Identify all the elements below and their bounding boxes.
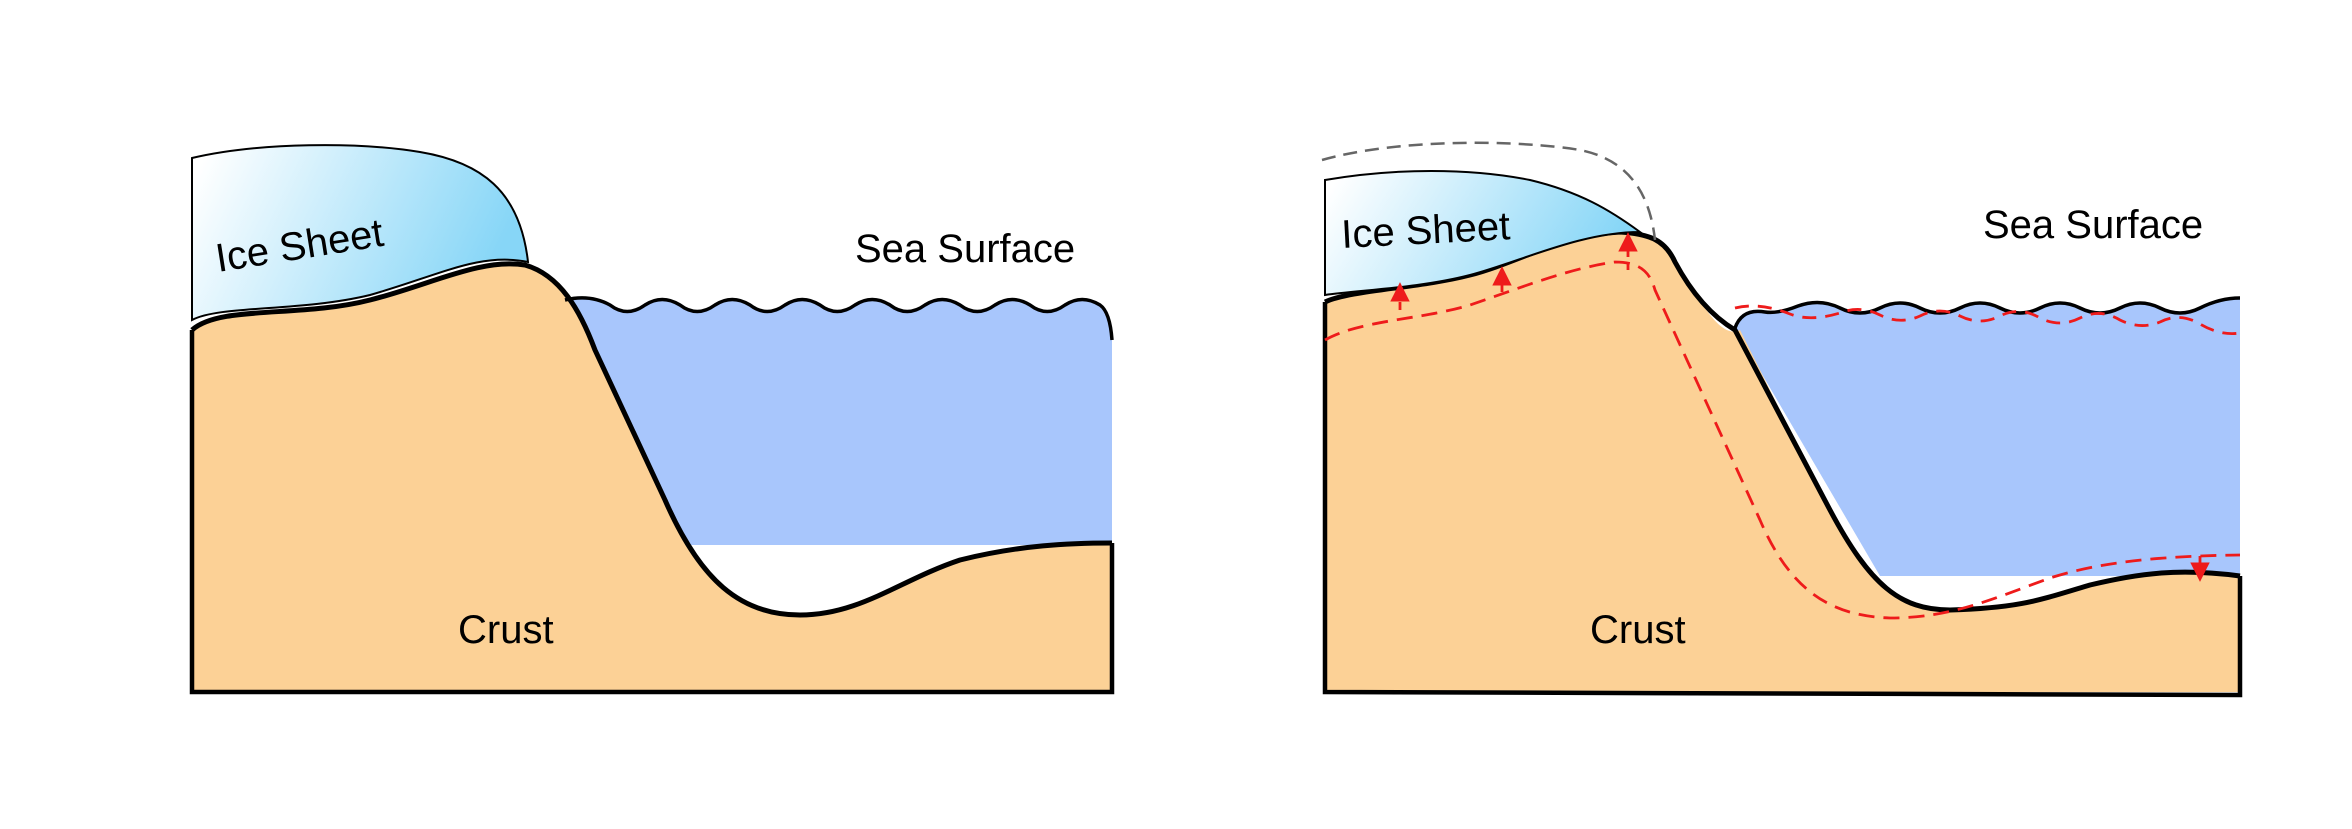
right-sea-surface-line <box>1733 296 2241 329</box>
left-crust-surface <box>190 261 1113 618</box>
right-ice-sheet <box>1324 170 1644 297</box>
right-ice-sheet-label: Ice Sheet <box>1340 204 1511 257</box>
right-sea-surface-label: Sea Surface <box>1983 203 2203 247</box>
right-deformed-crust-line <box>1324 260 2241 620</box>
right-crust-frame <box>1322 302 2243 698</box>
right-panel: Ice Sheet Sea Surface Crust <box>1321 141 2243 698</box>
left-sea-surface-line <box>564 296 1114 341</box>
right-sea <box>1735 298 2240 576</box>
right-deformed-sea-surface-line <box>1734 304 2241 335</box>
right-crust <box>1325 232 2240 692</box>
left-ice-sheet <box>191 144 530 322</box>
left-sea <box>565 297 1112 545</box>
right-previous-ice-outline <box>1321 141 1657 241</box>
left-crust-frame <box>189 330 1115 695</box>
right-crust-label: Crust <box>1590 608 1686 652</box>
left-crust-label: Crust <box>458 608 554 652</box>
left-sea-surface-label: Sea Surface <box>855 227 1075 271</box>
left-panel: Ice Sheet Sea Surface Crust <box>189 144 1115 695</box>
